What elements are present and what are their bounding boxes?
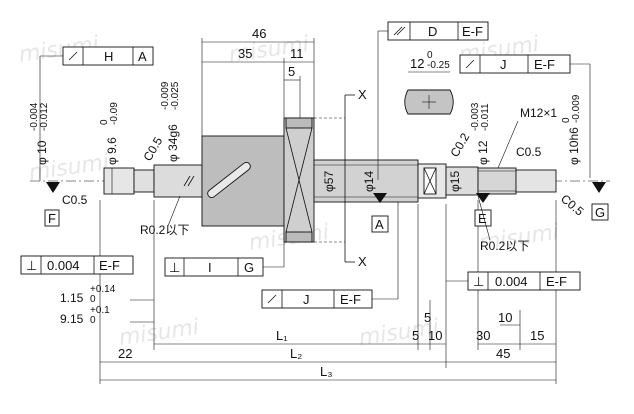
dim-L2: L₂ [290, 346, 302, 361]
fcf-h: H A [39, 46, 154, 181]
dim-phi10h6-lo: -0.009 [571, 94, 582, 123]
dim-phi12-up: -0.003 [470, 102, 481, 131]
dim-35: 35 [238, 46, 252, 61]
dimension-lines [99, 38, 557, 384]
fcf-j-top: J E-F [459, 54, 591, 178]
dim-45: 45 [496, 346, 510, 361]
dim-5b: 5 [412, 328, 419, 343]
fcf-h-ref: H [104, 49, 113, 64]
dim-phi15: φ15 [448, 171, 462, 192]
datum-a-label: A [375, 217, 384, 232]
dim-30: 30 [476, 328, 490, 343]
fcf-perp-1-value: 0.004 [47, 258, 80, 273]
dim-phi34-lo: -0.025 [170, 81, 181, 110]
fcf-perp-1-datum: E-F [99, 258, 120, 273]
fcf-d: D E-F [377, 21, 489, 180]
dim-10b: 10 [428, 328, 442, 343]
svg-text:⊥: ⊥ [169, 260, 180, 275]
fcf-j-top-ref: J [500, 57, 507, 72]
dim-phi57: φ57 [322, 171, 336, 192]
fcf-i: ⊥ I G [164, 242, 285, 277]
datum-f-label: F [48, 211, 56, 226]
fcf-h-datum: A [138, 49, 147, 64]
fcf-j-top-datum: E-F [534, 57, 555, 72]
dim-12-section: 12 [410, 56, 424, 71]
dim-r02-left: R0.2以下 [140, 223, 189, 237]
dim-46: 46 [252, 26, 266, 41]
dim-phi10-lo: -0.012 [39, 102, 50, 131]
dim-10c: 10 [498, 310, 512, 325]
dim-9-15-up: +0.1 [90, 305, 110, 316]
dim-phi10-up: -0.004 [29, 102, 40, 131]
fcf-i-ref: I [208, 260, 212, 275]
dim-L1: L₁ [276, 328, 288, 343]
dim-phi14: φ14 [362, 171, 376, 192]
svg-text:⊥: ⊥ [473, 274, 484, 289]
fcf-d-datum: E-F [462, 24, 483, 39]
dim-c05-left: C0.5 [140, 134, 165, 163]
section-x-top: X [358, 87, 367, 102]
fcf-j-bottom-ref: J [303, 292, 310, 307]
dim-12-tol-up: 0 [427, 50, 433, 61]
dim-c05-left2: C0.5 [62, 193, 88, 207]
dim-1-15-lo: 0 [90, 294, 96, 305]
dim-c02: C0.2 [447, 130, 472, 159]
dim-9-15: 9.15 [60, 312, 84, 326]
dim-1-15: 1.15 [60, 291, 84, 305]
svg-text:⊥: ⊥ [26, 258, 37, 273]
shaft-geometry [103, 89, 557, 263]
dim-phi34-up: -0.009 [160, 81, 171, 110]
dim-phi12: φ 12 [476, 140, 490, 165]
dim-phi34: φ 34g6 [166, 124, 180, 162]
dim-15: 15 [530, 328, 544, 343]
dim-phi12-lo: -0.011 [480, 103, 491, 131]
dim-22: 22 [118, 346, 132, 361]
fcf-j-bottom-datum: E-F [340, 292, 361, 307]
dim-12-tol-lo: -0.25 [427, 60, 450, 71]
dim-r02-right: R0.2以下 [480, 239, 529, 253]
fcf-d-ref: D [428, 24, 437, 39]
dim-phi9-6-lo: -0.09 [109, 102, 120, 125]
fcf-perp-2-datum: E-F [546, 274, 567, 289]
dim-9-15-lo: 0 [90, 315, 96, 326]
fcf-i-datum: G [244, 260, 254, 275]
dim-phi10h6: φ 10h6 [567, 127, 581, 165]
dim-phi10h6-up: 0 [561, 117, 572, 123]
dim-c05-right: C0.5 [516, 145, 542, 159]
fcf-perp-1: ⊥ 0.004 E-F [20, 255, 134, 275]
dim-1-15-up: +0.14 [90, 284, 116, 295]
datum-markers: F A E G X X [44, 87, 609, 269]
dim-L3: L₃ [320, 364, 333, 379]
fcf-j-bottom: J E-F [261, 202, 399, 309]
dim-11: 11 [290, 46, 304, 61]
dim-phi9-6: φ 9.6 [105, 137, 119, 165]
dim-m12: M12×1 [520, 106, 557, 120]
dim-5-top: 5 [288, 64, 295, 79]
dimension-text: 46 35 11 5 12 0 -0.25 φ 10 -0.004 -0.012… [29, 26, 587, 379]
fcf-perp-2-value: 0.004 [495, 274, 528, 289]
datum-e-label: E [478, 211, 487, 226]
dim-phi9-6-up: 0 [99, 119, 110, 125]
section-x-bottom: X [358, 254, 367, 269]
dim-5: 5 [424, 310, 431, 325]
datum-g-label: G [595, 205, 605, 220]
fcf-perp-2: ⊥ 0.004 E-F [446, 271, 581, 291]
dim-phi10: φ 10 [35, 140, 49, 165]
dim-c05-right2: C0.5 [558, 192, 587, 219]
